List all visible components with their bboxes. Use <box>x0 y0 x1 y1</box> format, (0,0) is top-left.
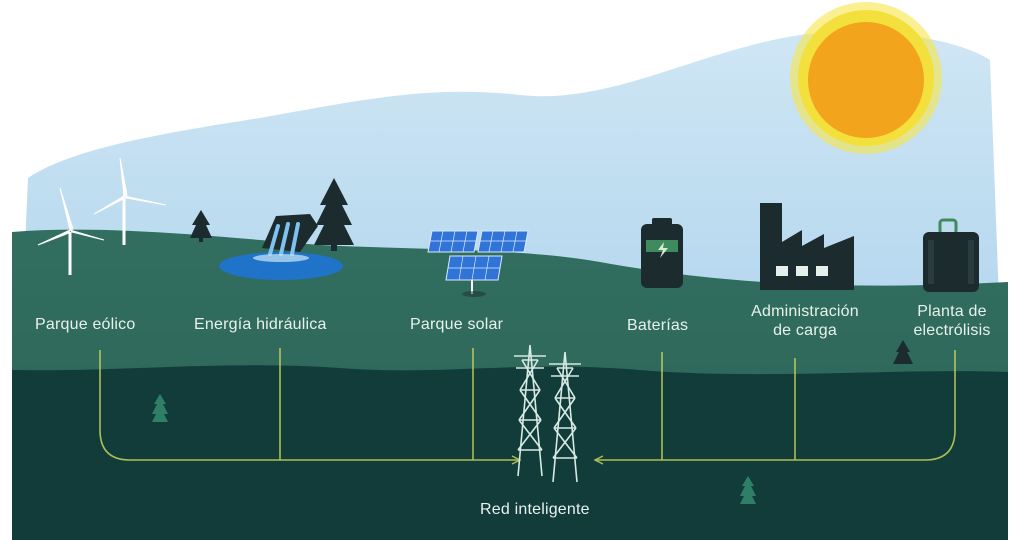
label-wind-park: Parque eólico <box>35 316 136 333</box>
transmission-tower-icon <box>514 344 581 483</box>
hydro-dam-icon <box>219 214 343 280</box>
tree-icon <box>314 178 354 251</box>
label-load-management-line1: Administración <box>751 303 859 320</box>
tree-icon <box>190 210 212 242</box>
wind-turbine-icon <box>37 157 167 275</box>
label-batteries: Baterías <box>627 317 689 334</box>
label-hydro-power: Energía hidráulica <box>194 316 327 333</box>
tree-icon <box>893 340 913 364</box>
tree-icon <box>740 476 756 504</box>
label-electrolysis-plant: Planta de electrólisis <box>898 302 1006 340</box>
underground-band <box>12 365 1008 540</box>
electrolysis-plant-icon <box>923 218 979 292</box>
tree-icon <box>152 394 168 422</box>
label-smart-grid: Red inteligente <box>480 501 590 518</box>
label-electrolysis-line2: electrólisis <box>913 322 991 339</box>
label-solar-park: Parque solar <box>410 316 504 333</box>
solar-panel-icon <box>427 230 529 297</box>
label-electrolysis-line1: Planta de <box>917 303 987 320</box>
label-load-management-line2: de carga <box>773 322 837 339</box>
label-load-management: Administración de carga <box>732 302 878 340</box>
battery-icon <box>641 218 683 288</box>
connector-lines <box>99 348 956 465</box>
sun-icon <box>790 2 942 154</box>
factory-icon <box>760 203 854 290</box>
